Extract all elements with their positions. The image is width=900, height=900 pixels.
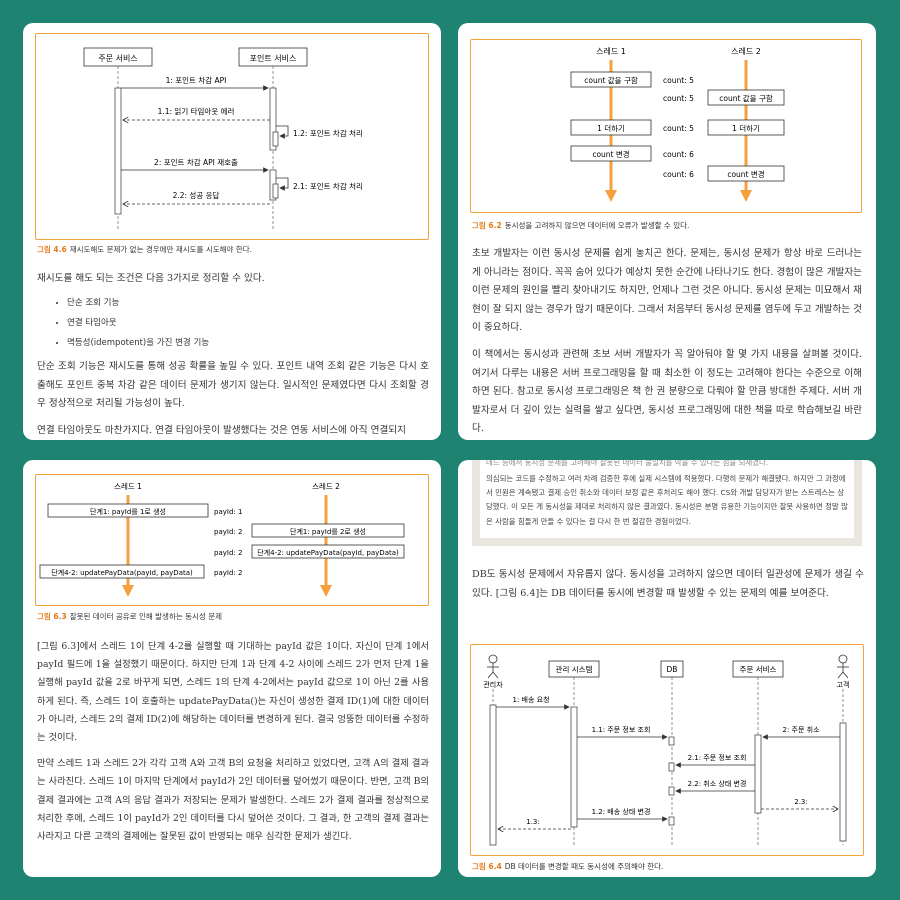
paragraph: 단순 조회 기능은 재시도를 통해 성공 확률을 높일 수 있다. 포인트 내역…	[37, 361, 429, 410]
caption-text: 재시도해도 문제가 없는 경우에만 재시도를 시도해야 한다.	[69, 245, 252, 254]
actor-label: 주문 서비스	[740, 665, 777, 674]
list-item: 멱등성(idempotent)을 가진 변경 기능	[67, 333, 209, 353]
payid-value: payId: 1	[214, 508, 242, 516]
paragraph: 초보 개발자는 이런 동시성 문제를 쉽게 놓치곤 한다. 문제는, 동시성 문…	[472, 248, 862, 334]
thread-label: 스레드 2	[312, 482, 340, 491]
figure-6-4: 관리자 관리 시스템 DB 주문 서비스 고객	[470, 644, 864, 856]
message-label: 1.1: 읽기 타임아웃 에러	[158, 106, 235, 116]
message-label: 1.3:	[526, 818, 540, 826]
note-box-content: 데드 등에서 동시성 문제를 고려해야 잘못된 데이터 불일치를 막을 수 있다…	[480, 460, 854, 538]
thread-diagram: 스레드 1 스레드 2 count 값을 구함 1 더하기 count 변경 c…	[570, 47, 785, 202]
thread-label: 스레드 1	[596, 47, 626, 56]
message-label: 1.2: 배송 상태 변경	[592, 807, 651, 816]
step-box: count 변경	[727, 169, 764, 179]
actor-label: 포인트 서비스	[250, 53, 297, 63]
page-card-concurrency: 스레드 1 스레드 2 count 값을 구함 1 더하기 count 변경 c…	[458, 23, 876, 440]
paragraph: 만약 스레드 1과 스레드 2가 각각 고객 A와 고객 B의 요청을 처리하고…	[37, 758, 429, 843]
page-card-retry: 주문 서비스 포인트 서비스 1: 포인트 차감 API 1.1: 읽기 타임아…	[23, 23, 441, 440]
bullet-list: 단순 조회 기능 연결 타임아웃 멱등성(idempotent)을 가진 변경 …	[51, 293, 209, 353]
message-label: 2.2: 성공 응답	[173, 190, 220, 200]
count-value: count: 5	[663, 94, 694, 103]
step-box: count 값을 구함	[584, 76, 638, 85]
message-label: 2: 주문 취소	[782, 726, 820, 734]
message-label: 1: 포인트 차감 API	[166, 75, 227, 85]
actor-label: 주문 서비스	[98, 54, 137, 63]
note-top-line: 데드 등에서 동시성 문제를 고려해야 잘못된 데이터 불일치를 막을 수 있다…	[486, 460, 769, 467]
paragraph: [그림 6.3]에서 스레드 1이 단계 4-2를 실행할 때 기대하는 pay…	[37, 641, 429, 744]
caption-number: 그림 6.4	[472, 862, 502, 871]
sequence-diagram: 주문 서비스 포인트 서비스 1: 포인트 차감 API 1.1: 읽기 타임아…	[83, 47, 363, 229]
list-item: 단순 조회 기능	[67, 293, 209, 313]
message-label: 2.3:	[794, 798, 808, 806]
paragraph: 이 책에서는 동시성과 관련해 초보 서버 개발자가 꼭 알아둬야 할 몇 가지…	[472, 348, 862, 435]
step-box: 단계4-2: updatePayData(payId, payData)	[257, 548, 399, 557]
message-label: 2.1: 주문 정보 조회	[688, 753, 747, 762]
message-label: 1: 배송 요청	[512, 695, 549, 704]
step-box: count 값을 구함	[719, 94, 773, 103]
payid-value: payId: 2	[214, 549, 242, 557]
body-text: 단순 조회 기능은 재시도를 통해 성공 확률을 높일 수 있다. 포인트 내역…	[37, 358, 429, 440]
step-box: 단계4-2: updatePayData(payId, payData)	[51, 568, 193, 577]
step-box: 단계1: payId를 1로 생성	[90, 507, 166, 516]
message-label: 2.2: 취소 상태 변경	[688, 779, 747, 788]
caption-number: 그림 6.3	[37, 612, 67, 621]
list-item: 연결 타임아웃	[67, 313, 209, 333]
body-text: [그림 6.3]에서 스레드 1이 단계 4-2를 실행할 때 기대하는 pay…	[37, 638, 429, 854]
caption-text: DB 데이터를 변경할 때도 동시성에 주의해야 한다.	[504, 862, 664, 871]
message-label: 2.1: 포인트 차감 처리	[293, 181, 363, 191]
thread-label: 스레드 1	[114, 482, 142, 491]
page-card-db-concurrency: 데드 등에서 동시성 문제를 고려해야 잘못된 데이터 불일치를 막을 수 있다…	[458, 460, 876, 877]
caption-text: 동시성을 고려하지 않으면 데이터에 오류가 발생할 수 있다.	[504, 221, 690, 230]
paragraph: 연결 타임아웃도 마찬가지다. 연결 타임아웃이 발생했다는 것은 연동 서비스…	[37, 424, 406, 436]
caption-number: 그림 4.6	[37, 245, 67, 254]
step-box: 단계1: payId를 2로 생성	[290, 527, 366, 536]
sequence-diagram: 관리자 관리 시스템 DB 주문 서비스 고객	[483, 654, 850, 846]
thread-label: 스레드 2	[731, 47, 761, 56]
customer-person-icon	[837, 654, 849, 679]
step-box: 1 더하기	[732, 123, 760, 133]
count-value: count: 5	[663, 76, 694, 85]
paragraph: DB도 동시성 문제에서 자유롭지 않다. 동시성을 고려하지 않으면 데이터 …	[472, 569, 864, 599]
thread-diagram: 스레드 1 스레드 2 단계1: payId를 1로 생성 단계4-2: upd…	[39, 482, 405, 597]
note-text: 의심되는 코드를 수정하고 여러 차례 검증한 후에 실제 시스템에 적용했다.…	[486, 474, 848, 526]
caption-text: 잘못된 데이터 공유로 인해 발생하는 동시성 문제	[69, 612, 223, 621]
paragraph: 재시도를 해도 되는 조건은 다음 3가지로 정리할 수 있다.	[37, 273, 265, 284]
figure-4-6: 주문 서비스 포인트 서비스 1: 포인트 차감 API 1.1: 읽기 타임아…	[35, 33, 429, 240]
actor-label: 고객	[837, 680, 850, 689]
payid-value: payId: 2	[214, 528, 242, 536]
figure-6-2: 스레드 1 스레드 2 count 값을 구함 1 더하기 count 변경 c…	[470, 39, 862, 213]
message-label: 2: 포인트 차감 API 재호출	[154, 157, 238, 167]
count-value: count: 5	[663, 124, 694, 133]
count-value: count: 6	[663, 150, 694, 159]
step-box: count 변경	[592, 149, 629, 159]
step-box: 1 더하기	[597, 123, 625, 133]
figure-6-3: 스레드 1 스레드 2 단계1: payId를 1로 생성 단계4-2: upd…	[35, 474, 429, 606]
actor-label: DB	[667, 665, 678, 674]
payid-value: payId: 2	[214, 569, 242, 577]
admin-person-icon	[487, 654, 499, 679]
body-text: 초보 개발자는 이런 동시성 문제를 쉽게 놓치곤 한다. 문제는, 동시성 문…	[472, 245, 862, 440]
actor-label: 관리자	[483, 680, 503, 689]
caption-number: 그림 6.2	[472, 221, 502, 230]
count-value: count: 6	[663, 170, 694, 179]
message-label: 1.1: 주문 정보 조회	[592, 725, 651, 734]
message-label: 1.2: 포인트 차감 처리	[293, 128, 363, 138]
body-text: DB도 동시성 문제에서 자유롭지 않다. 동시성을 고려하지 않으면 데이터 …	[472, 566, 864, 611]
actor-label: 관리 시스템	[556, 664, 593, 674]
page-card-shared-data: 스레드 1 스레드 2 단계1: payId를 1로 생성 단계4-2: upd…	[23, 460, 441, 877]
intro-text: 재시도를 해도 되는 조건은 다음 3가지로 정리할 수 있다.	[37, 270, 429, 297]
